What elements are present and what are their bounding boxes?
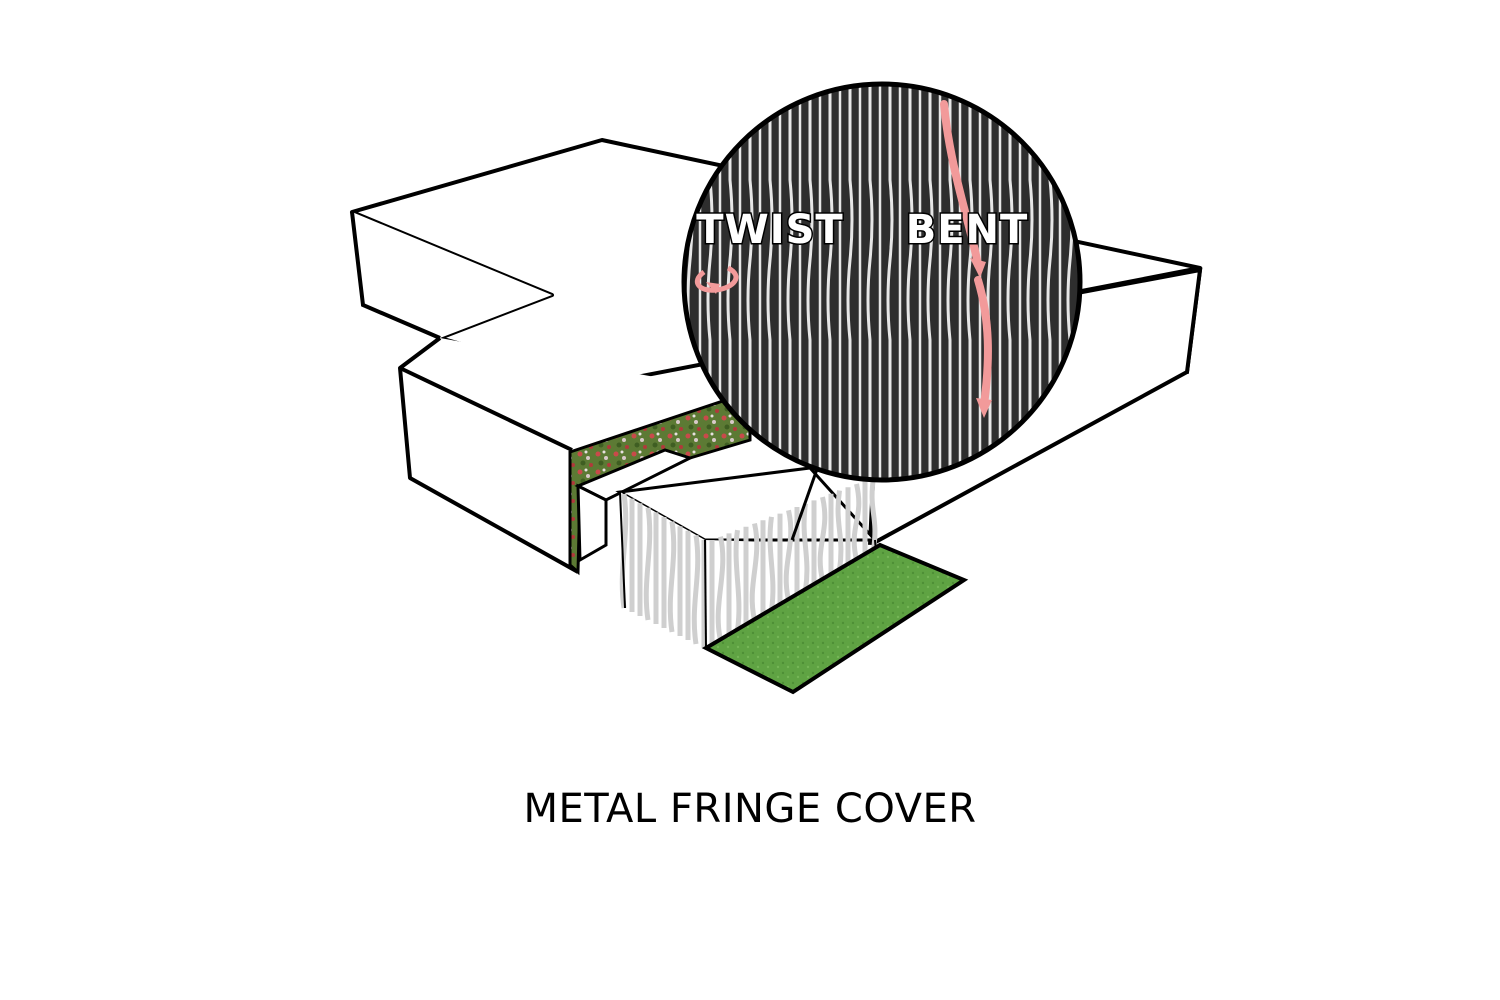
fringe-rod bbox=[869, 476, 878, 551]
lens-rod bbox=[1026, 84, 1034, 480]
lens-rod bbox=[1006, 84, 1014, 480]
fringe-rod bbox=[835, 490, 844, 571]
lens-rod bbox=[766, 84, 774, 480]
fringe-box-edge bbox=[704, 539, 707, 649]
lens-rod bbox=[706, 84, 714, 480]
fringe-rods bbox=[619, 476, 878, 649]
bent-arrow-icon bbox=[940, 100, 992, 418]
diagram-caption: METAL FRINGE COVER bbox=[523, 786, 977, 832]
lens-rod bbox=[846, 84, 854, 480]
lens-rod bbox=[966, 84, 974, 480]
fringe-rod bbox=[767, 516, 776, 611]
fringe-rod bbox=[619, 493, 629, 609]
fringe-rod bbox=[783, 509, 794, 601]
twist-label: TWIST bbox=[696, 207, 843, 253]
lens-rod bbox=[906, 84, 914, 480]
lens-rod bbox=[746, 84, 754, 480]
lens-rod bbox=[926, 84, 934, 480]
lens-rod bbox=[806, 84, 814, 480]
lens-rod bbox=[726, 84, 734, 480]
fringe-box-edge bbox=[619, 491, 626, 609]
fringe-rod bbox=[749, 522, 760, 621]
fringe-rod bbox=[715, 536, 726, 641]
fringe-rod bbox=[667, 521, 677, 633]
lens-rod bbox=[946, 84, 954, 480]
bent-label: BENT bbox=[906, 207, 1029, 253]
lens-rod bbox=[826, 84, 834, 480]
lens-rod bbox=[886, 84, 894, 480]
lawn-patch bbox=[701, 542, 969, 695]
fringe-rod bbox=[733, 529, 742, 631]
fringe-rod bbox=[643, 507, 653, 621]
inner-block bbox=[574, 448, 694, 563]
fringe-rod bbox=[691, 535, 701, 645]
fringe-rod bbox=[817, 496, 828, 581]
lens-rod bbox=[786, 84, 794, 480]
lens-rod bbox=[1046, 84, 1054, 480]
fringe-rod bbox=[801, 503, 810, 591]
fringe-rod bbox=[851, 483, 862, 561]
twist-arrow-icon bbox=[694, 265, 739, 294]
magnifier-callout: TWIST BENT bbox=[681, 81, 1083, 483]
lens-rod bbox=[866, 84, 874, 480]
